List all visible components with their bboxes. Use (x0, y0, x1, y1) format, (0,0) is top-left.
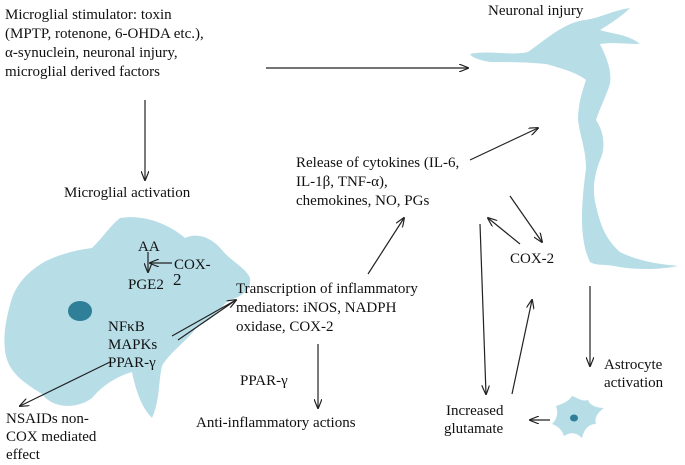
astrocyte-line-1: Astrocyte (604, 357, 663, 373)
microglial-activation-label: Microglial activation (64, 185, 191, 201)
arrow-cox2-to-release (488, 218, 521, 245)
aa-label: AA (138, 239, 160, 255)
arrow-release-to-cox2 (509, 195, 542, 242)
ppar-label: PPAR-γ (108, 355, 156, 371)
nsaids-line-3: effect (6, 447, 40, 463)
cox2-label: COX-2 (510, 251, 555, 267)
nsaids-line-1: NSAIDs non- (6, 411, 89, 427)
release-line-2: IL-1β, TNF-α), (296, 174, 388, 190)
anti-inflammatory-label: Anti-inflammatory actions (196, 415, 356, 431)
arrow-group (20, 68, 590, 420)
transcription-line-2: mediators: iNOS, NADPH (236, 300, 397, 316)
mapks-label: MAPKs (108, 337, 158, 353)
pge2-label: PGE2 (128, 277, 164, 293)
stimulator-line-2: (MPTP, rotenone, 6-OHDA etc.), (5, 26, 204, 42)
arrow-glutamate-to-cox2 (511, 300, 532, 395)
stimulator-line-4: microglial derived factors (5, 64, 160, 80)
astrocyte-cell (552, 396, 604, 438)
transcription-line-1: Transcription of inflammatory (236, 281, 418, 297)
astrocyte-nucleus (570, 414, 578, 422)
release-line-3: chemokines, NO, PGs (296, 193, 430, 209)
neuron-cell (470, 8, 678, 269)
arrow-nfkb-to-transcription-2 (177, 299, 237, 341)
glutamate-line-2: glutamate (444, 421, 504, 437)
nfkb-label: NFκB (108, 319, 145, 335)
arrow-release-to-neuron (469, 128, 538, 161)
arrow-to-nsaids (20, 361, 111, 406)
glutamate-line-1: Increased (446, 403, 504, 419)
arrow-release-to-glutamate (479, 223, 486, 394)
neuronal-injury-label: Neuronal injury (488, 3, 584, 19)
release-line-1: Release of cytokines (IL-6, (296, 155, 460, 171)
stimulator-line-3: α-synuclein, neuronal injury, (5, 45, 178, 61)
cox-label: COX- (174, 257, 211, 273)
microglia-nucleus (68, 301, 92, 321)
pge2-subscript: 2 (173, 270, 182, 289)
ppar-gamma-label: PPAR-γ (240, 373, 288, 389)
arrow-nfkb-to-transcription (171, 300, 236, 337)
transcription-line-3: oxidase, COX-2 (236, 319, 334, 335)
arrow-transcription-to-release (367, 218, 404, 275)
microglia-cell (4, 217, 251, 418)
stimulator-line-1: Microglial stimulator: toxin (5, 7, 172, 23)
nsaids-line-2: COX mediated (6, 429, 97, 445)
astrocyte-line-2: activation (604, 375, 664, 391)
